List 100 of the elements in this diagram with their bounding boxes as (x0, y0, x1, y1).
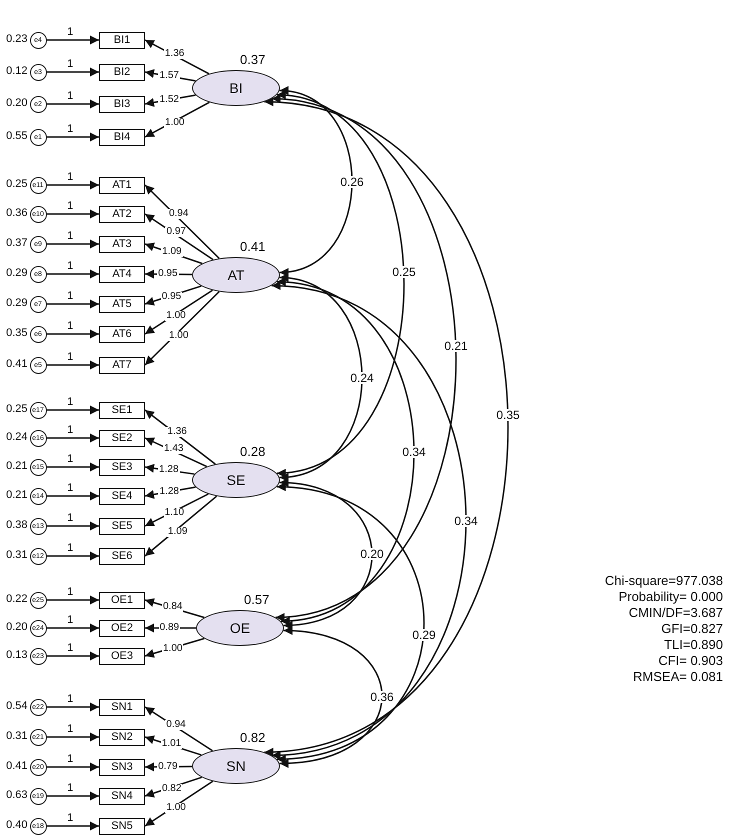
variance-value: 0.12 (6, 66, 28, 77)
variance-value: 0.13 (6, 650, 28, 661)
latent-ellipse: AT (192, 257, 280, 293)
variance-value: 0.25 (6, 179, 28, 190)
loading-value: 0.82 (160, 784, 182, 794)
variance-value: 0.54 (6, 701, 28, 712)
loading-arrow (144, 437, 208, 468)
error-arrow (46, 462, 99, 472)
loading-arrow (144, 780, 214, 827)
indicator-box: SE4 (99, 488, 145, 504)
covariance-value: 0.36 (369, 691, 395, 703)
latent-ellipse: SN (192, 748, 280, 784)
loading-value: 0.84 (162, 602, 184, 612)
fixed-path-value: 1 (66, 614, 74, 626)
indicator-box: OE1 (99, 592, 145, 608)
loading-value: 1.00 (165, 803, 187, 814)
error-arrow (46, 596, 99, 604)
fixed-path-value: 1 (66, 200, 74, 212)
loading-arrow (144, 184, 220, 259)
fixed-path-value: 1 (66, 694, 74, 704)
error-arrow (46, 300, 99, 308)
loading-value: 1.43 (162, 444, 184, 454)
error-arrow (46, 732, 99, 742)
variance-value: 0.37 (240, 53, 266, 66)
loading-arrow (144, 290, 213, 335)
error-arrow (46, 762, 99, 772)
error-arrow (46, 36, 99, 44)
fit-statistic: Chi-square=977.038 (604, 574, 723, 587)
loading-value: 1.36 (166, 426, 188, 437)
error-arrow (46, 434, 99, 442)
error-arrow (46, 552, 99, 560)
loading-value: 0.95 (160, 292, 182, 302)
variance-value: 0.36 (6, 208, 28, 219)
covariance-arrow (271, 96, 457, 620)
variance-value: 0.35 (6, 328, 28, 339)
variance-value: 0.20 (6, 622, 28, 633)
loading-value: 1.10 (164, 508, 186, 518)
covariance-arrow (279, 88, 353, 276)
error-arrow (46, 492, 99, 500)
variance-value: 0.28 (240, 445, 266, 458)
error-arrow (46, 406, 99, 414)
fixed-path-value: 1 (66, 124, 74, 134)
error-arrow (46, 360, 99, 370)
loading-arrow (145, 762, 192, 772)
variance-value: 0.21 (6, 490, 28, 501)
loading-value: 1.00 (165, 311, 187, 322)
fixed-path-value: 1 (66, 642, 74, 654)
variance-value: 0.24 (6, 432, 28, 443)
loading-arrow (144, 493, 209, 527)
covariance-arrow (280, 626, 383, 768)
covariance-value: 0.25 (391, 266, 417, 278)
variance-value: 0.41 (6, 359, 28, 370)
indicator-box: AT6 (99, 326, 145, 342)
indicator-box: AT5 (99, 296, 145, 312)
indicator-box: SN2 (99, 728, 145, 746)
variance-value: 0.20 (6, 98, 28, 109)
fixed-path-value: 1 (66, 230, 74, 242)
fixed-path-value: 1 (66, 58, 74, 70)
fixed-path-value: 1 (66, 90, 74, 102)
variance-value: 0.41 (240, 240, 266, 253)
indicator-box: SE3 (99, 458, 145, 476)
error-arrow (46, 180, 99, 190)
loading-arrow (144, 39, 210, 74)
indicator-box: AT4 (99, 266, 145, 282)
loading-value: 1.28 (158, 487, 180, 498)
loading-arrow (144, 735, 202, 756)
error-arrow (46, 132, 99, 142)
loading-arrow (144, 291, 220, 366)
loading-arrow (144, 496, 218, 557)
loading-value: 0.95 (157, 269, 179, 280)
fixed-path-value: 1 (66, 812, 74, 824)
fixed-path-value: 1 (66, 542, 74, 554)
fixed-path-value: 1 (66, 454, 74, 464)
loading-value: 0.89 (158, 623, 180, 633)
variance-value: 0.55 (6, 131, 28, 142)
fit-statistic: GFI=0.827 (661, 622, 723, 635)
variance-value: 0.37 (6, 238, 28, 249)
variance-value: 0.22 (6, 594, 28, 605)
covariance-arrow (271, 282, 466, 758)
covariance-arrow (279, 274, 363, 481)
covariance-arrow (276, 92, 405, 476)
fixed-path-value: 1 (66, 754, 74, 764)
covariance-value: 0.34 (401, 446, 427, 458)
variance-value: 0.31 (6, 550, 28, 561)
error-arrow (46, 624, 99, 632)
loading-value: 1.09 (166, 527, 188, 538)
variance-value: 0.41 (6, 761, 28, 772)
loading-value: 1.01 (160, 739, 182, 750)
indicator-box: SN1 (99, 698, 145, 716)
fixed-path-value: 1 (66, 512, 74, 524)
indicator-box: SE5 (99, 518, 145, 534)
variance-value: 0.25 (6, 404, 28, 415)
indicator-box: SN5 (99, 818, 145, 834)
indicator-box: BI1 (99, 32, 145, 48)
indicator-box: SN3 (99, 758, 145, 776)
loading-value: 0.94 (168, 209, 190, 220)
loading-value: 0.79 (157, 762, 179, 772)
indicator-box: AT3 (99, 236, 145, 252)
error-arrow (46, 270, 99, 278)
variance-value: 0.40 (6, 820, 28, 831)
